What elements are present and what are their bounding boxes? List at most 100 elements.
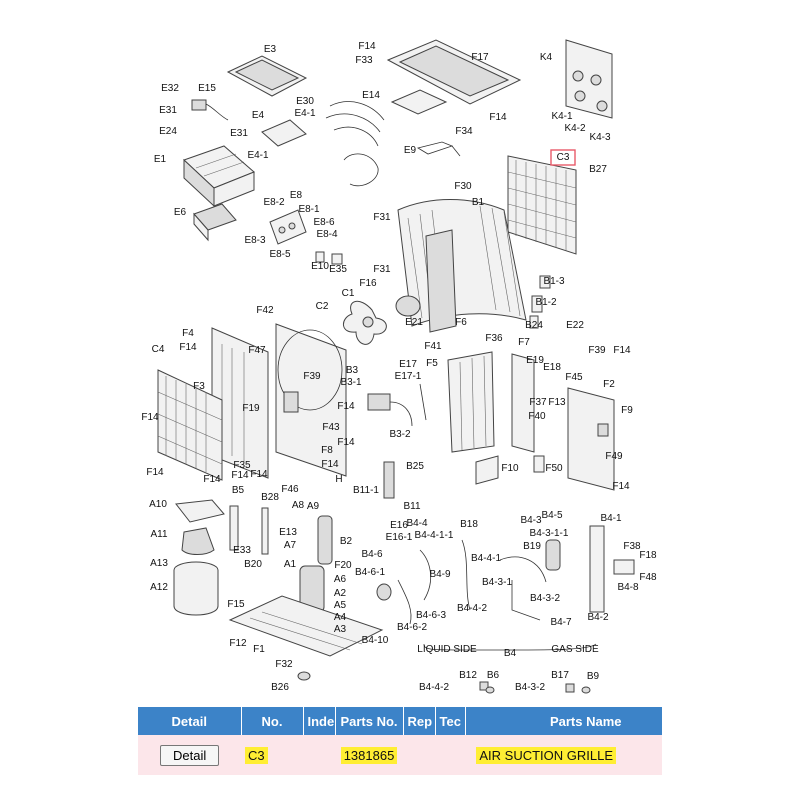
part-label: B4-2 <box>587 612 609 623</box>
part-label: F14 <box>612 481 630 492</box>
part-label: F20 <box>334 560 352 571</box>
part-label: B4-4 <box>406 518 428 529</box>
part-label: B3 <box>346 365 359 376</box>
part-label: B4-4-2 <box>457 603 487 614</box>
part-label: E4 <box>252 110 265 121</box>
part-label: F33 <box>355 55 373 66</box>
part-label: E1 <box>154 154 167 165</box>
part-label: A13 <box>150 558 168 569</box>
part-label: B9 <box>587 671 600 682</box>
part-label: F41 <box>424 341 442 352</box>
part-label: E8-4 <box>316 229 338 240</box>
part-label: B11 <box>403 501 420 512</box>
parts-no-cell: 1381865 <box>335 735 403 775</box>
col-rep: Rep <box>403 707 436 735</box>
part-label: B4-3-1 <box>482 577 512 588</box>
part-label: F31 <box>373 264 391 275</box>
part-label: B24 <box>525 320 543 331</box>
part-label: F3 <box>193 381 205 392</box>
part-label: E8-2 <box>263 197 285 208</box>
part-label: C3 <box>557 152 570 163</box>
panel-f10 <box>475 455 499 485</box>
col-parts-name: Parts Name <box>465 707 663 735</box>
detail-button[interactable]: Detail <box>160 744 220 766</box>
part-label: B18 <box>460 519 478 530</box>
part-label: F6 <box>455 317 467 328</box>
part-label: B1 <box>472 197 485 208</box>
c3-highlight-box <box>550 149 576 166</box>
part-label: F19 <box>242 403 260 414</box>
terminal-e15 <box>191 99 229 121</box>
part-label: E14 <box>362 90 380 101</box>
part-label: B20 <box>244 559 262 570</box>
part-label: F14 <box>321 459 339 470</box>
col-parts-no: Parts No. <box>335 707 404 735</box>
part-label: E6 <box>174 207 187 218</box>
part-label: E15 <box>198 83 216 94</box>
part-label: A2 <box>334 588 347 599</box>
part-label: F39 <box>303 371 321 382</box>
part-label: E32 <box>161 83 179 94</box>
part-label: F14 <box>337 401 355 412</box>
part-label: B4-6-3 <box>416 610 446 621</box>
terminal-block-e8 <box>269 209 307 245</box>
partition-f5-f36 <box>447 351 495 453</box>
part-label: F18 <box>639 550 657 561</box>
part-label: B4-1 <box>600 513 622 524</box>
detail-cell: Detail <box>138 735 241 775</box>
part-label: F14 <box>179 342 197 353</box>
parts-name-cell: AIR SUCTION GRILLE <box>465 735 662 775</box>
part-label: K4-1 <box>551 111 573 122</box>
part-label: F16 <box>359 278 377 289</box>
part-label: B4-3-1-1 <box>530 528 569 539</box>
parts-no-value: 1381865 <box>340 746 398 764</box>
exploded-parts-diagram: E3F14F33F17K4E32E15E14E30E4-1E4E31F14K4-… <box>141 39 657 694</box>
part-label: E4-1 <box>247 150 269 161</box>
bracket-e4 <box>261 119 307 147</box>
part-label: B4-4-2 <box>419 682 449 693</box>
part-label: F46 <box>281 484 299 495</box>
part-label: B6 <box>487 670 500 681</box>
part-label: E18 <box>543 362 561 373</box>
b4-bracket-line <box>423 643 597 651</box>
part-label: F15 <box>227 599 245 610</box>
part-label: C4 <box>152 344 165 355</box>
part-label: C2 <box>316 301 329 312</box>
sensor-e10-e35 <box>315 251 343 265</box>
side-parts-b1-3-b1-2 <box>529 275 551 329</box>
part-label: F14 <box>337 437 355 448</box>
part-label: A8 <box>292 500 305 511</box>
part-label: E3 <box>264 44 277 55</box>
part-label: F8 <box>321 445 333 456</box>
part-label: E30 <box>296 96 314 107</box>
part-label: F17 <box>471 52 489 63</box>
part-label: E33 <box>233 545 251 556</box>
parts-name-value: AIR SUCTION GRILLE <box>476 746 616 764</box>
part-label: B27 <box>589 164 607 175</box>
part-label: E16-1 <box>386 532 413 543</box>
bell-mouth-f42 <box>275 323 347 477</box>
parts-table: Detail No. Inde Parts No. Rep Tec Parts … <box>138 707 663 775</box>
sound-insulation-f33 <box>390 89 448 115</box>
part-label: F31 <box>373 212 391 223</box>
part-label: F40 <box>528 411 546 422</box>
part-label: A11 <box>150 529 167 540</box>
part-label: F30 <box>454 181 472 192</box>
part-label: F34 <box>455 126 473 137</box>
part-label: E8-1 <box>298 204 320 215</box>
board-e6 <box>193 203 237 242</box>
part-label: B4-4-1 <box>471 553 501 564</box>
drain-parts-f32-b26 <box>297 671 311 681</box>
part-label: E35 <box>329 264 347 275</box>
control-box-e1 <box>183 145 255 208</box>
part-label: F13 <box>548 397 566 408</box>
part-label: E17 <box>399 359 417 370</box>
part-label: E8-5 <box>269 249 291 260</box>
part-label: F5 <box>426 358 438 369</box>
part-label: B3-2 <box>389 429 411 440</box>
part-label: F14 <box>146 467 164 478</box>
part-label: B4-3-2 <box>515 682 545 693</box>
part-label: H <box>335 474 342 485</box>
part-label: B5 <box>232 485 245 496</box>
